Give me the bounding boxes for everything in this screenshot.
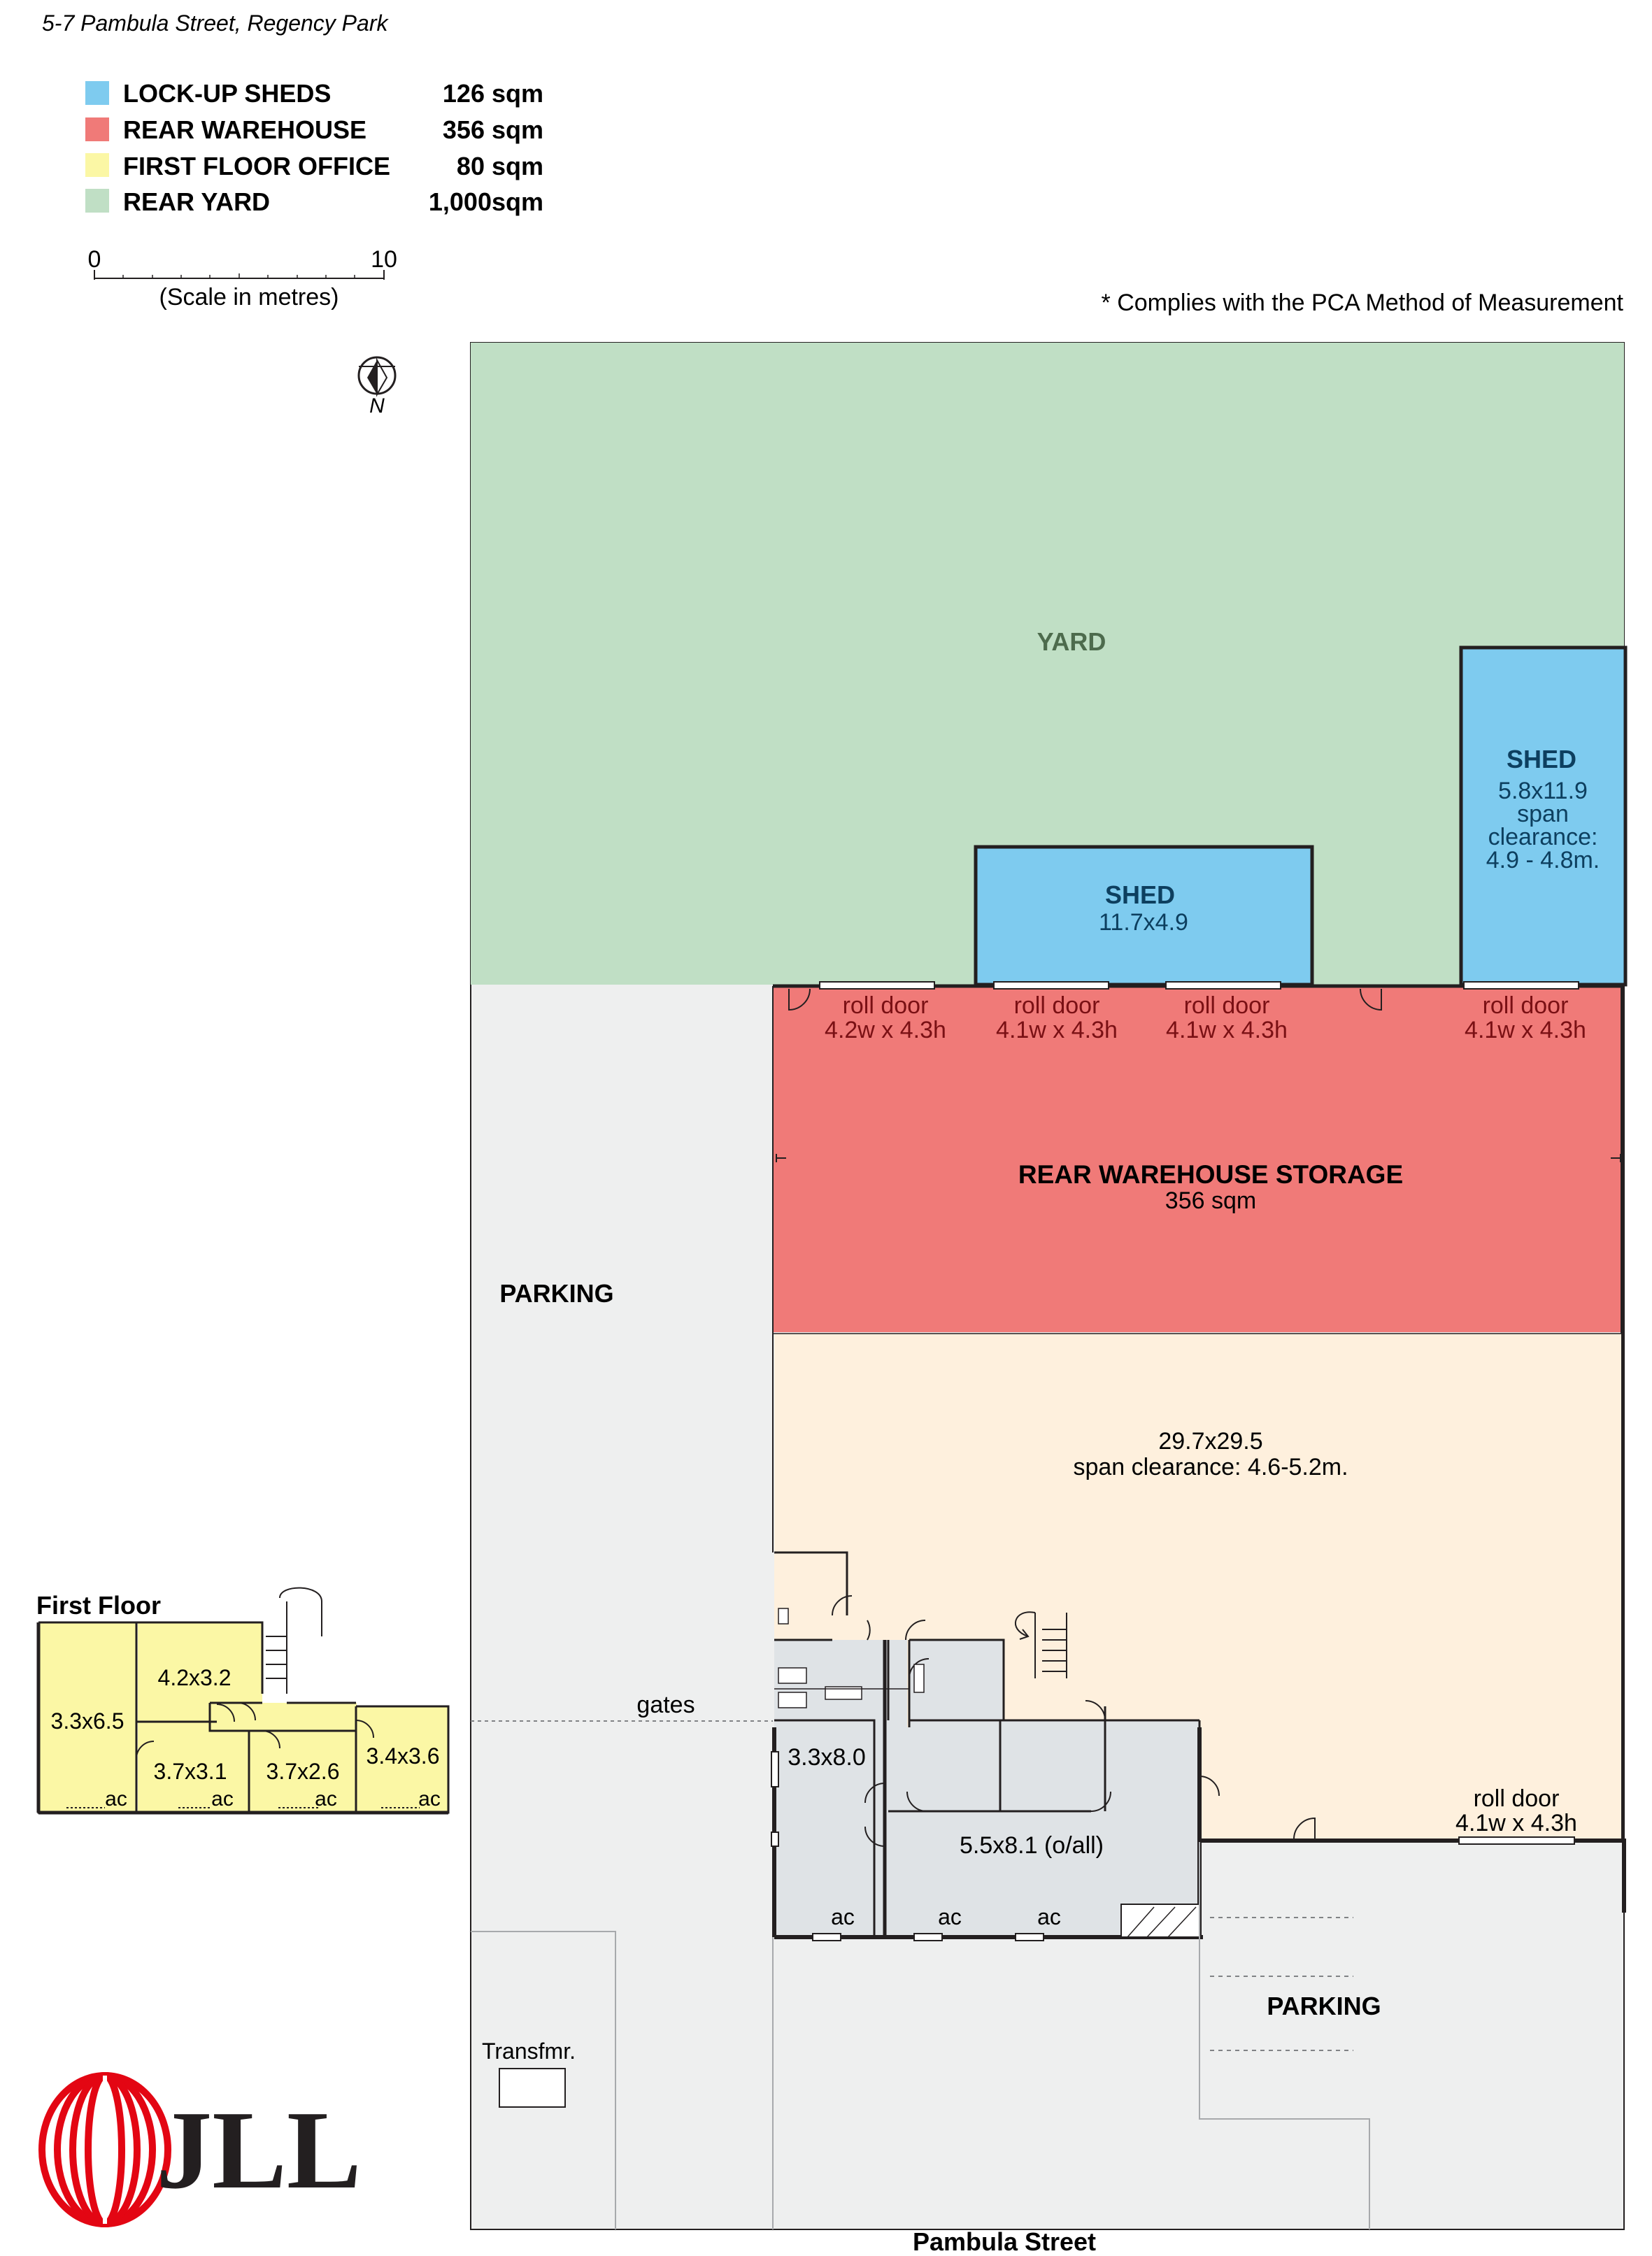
shed-large-line4: clearance: [1488, 824, 1598, 850]
ff-ac-1: ac [105, 1787, 127, 1811]
ac-label-2: ac [938, 1904, 962, 1929]
legend-area-office: 80 sqm [457, 152, 543, 180]
rear-warehouse-area-label: 356 sqm [1165, 1187, 1256, 1214]
first-floor-stairs-icon [262, 1587, 322, 1694]
legend-label-rear-warehouse: REAR WAREHOUSE [123, 115, 366, 144]
compass-icon: N [357, 356, 397, 417]
ground-office: 3.3x8.0 5.5x8.1 (o/all) ac ac ac [771, 1551, 1220, 1941]
ff-room-1: 3.3x6.5 [51, 1708, 124, 1734]
ff-room-2: 4.2x3.2 [158, 1665, 232, 1690]
pca-note: * Complies with the PCA Method of Measur… [1102, 290, 1624, 316]
roll-door-1-label: roll door [843, 992, 929, 1019]
parking-left-label: PARKING [499, 1279, 613, 1308]
ff-ac-4: ac [418, 1787, 441, 1811]
shed-large-title: SHED [1507, 745, 1576, 773]
scale-bar: 0 10 (Scale in metres) [88, 246, 397, 310]
office-room-b: 5.5x8.1 (o/all) [960, 1832, 1104, 1859]
scale-caption: (Scale in metres) [159, 284, 339, 310]
shed-large [1459, 645, 1628, 987]
address-title: 5-7 Pambula Street, Regency Park [42, 10, 389, 36]
scale-end: 10 [371, 246, 397, 273]
street-label: Pambula Street [913, 2227, 1096, 2256]
entry-hatch [1120, 1904, 1200, 1938]
legend-label-office: FIRST FLOOR OFFICE [123, 152, 390, 180]
legend-swatch-office [85, 153, 109, 177]
roll-door-2-label: roll door [1014, 992, 1100, 1019]
compass-label: N [369, 394, 385, 417]
rear-warehouse-area [773, 987, 1625, 1332]
front-parking: PARKING [1199, 1842, 1381, 2229]
legend-swatch-rear-warehouse [85, 117, 109, 141]
scale-start: 0 [88, 246, 101, 273]
legend-area-lockup: 126 sqm [443, 79, 543, 108]
shed-large-dims: 5.8x11.9 [1498, 778, 1588, 804]
shed-large-line3: span [1517, 801, 1569, 827]
legend-area-rear-warehouse: 356 sqm [443, 115, 543, 144]
legend-area-yard: 1,000sqm [429, 187, 543, 216]
first-floor-title: First Floor [36, 1591, 161, 1620]
office-room-a: 3.3x8.0 [788, 1744, 866, 1771]
shed-small-title: SHED [1105, 880, 1175, 909]
roll-door-3-size: 4.1w x 4.3h [1166, 1017, 1288, 1043]
ff-ac-3: ac [315, 1787, 337, 1811]
legend: LOCK-UP SHEDS 126 sqm REAR WAREHOUSE 356… [85, 79, 543, 216]
gates-label: gates [636, 1692, 695, 1718]
legend-swatch-yard [85, 189, 109, 213]
ac-label-3: ac [1037, 1904, 1061, 1929]
transformer-box [499, 2068, 566, 2108]
roll-door-3-label: roll door [1184, 992, 1270, 1019]
ff-room-3: 3.7x3.1 [154, 1759, 227, 1784]
yard-label: YARD [1037, 627, 1106, 656]
transformer-label: Transfmr. [482, 2039, 576, 2064]
legend-label-lockup: LOCK-UP SHEDS [123, 79, 331, 108]
legend-label-yard: REAR YARD [123, 187, 270, 216]
main-warehouse-dims: 29.7x29.5 [1158, 1428, 1262, 1455]
ff-room-4: 3.7x2.6 [266, 1759, 340, 1784]
roll-door-1-size: 4.2w x 4.3h [825, 1017, 946, 1043]
front-roll-door-size: 4.1w x 4.3h [1455, 1810, 1577, 1836]
jll-logo: JLL [38, 2072, 362, 2227]
ac-label-1: ac [831, 1904, 855, 1929]
roll-door-2-size: 4.1w x 4.3h [996, 1017, 1118, 1043]
shed-large-line5: 4.9 - 4.8m. [1486, 847, 1600, 873]
jll-wordmark: JLL [156, 2087, 361, 2212]
legend-swatch-lockup [85, 81, 109, 105]
front-roll-door [1458, 1836, 1575, 1845]
rear-door-swings [788, 988, 1382, 1011]
rear-roll-doors [819, 981, 1579, 990]
ff-ac-2: ac [211, 1787, 234, 1811]
ff-room-5: 3.4x3.6 [366, 1743, 440, 1769]
shed-small-dims: 11.7x4.9 [1099, 909, 1188, 936]
parking-front-label: PARKING [1267, 1992, 1381, 2020]
front-roll-door-label: roll door [1474, 1785, 1560, 1812]
ground-stairs-icon [1014, 1611, 1067, 1678]
rear-warehouse-title: REAR WAREHOUSE STORAGE [1018, 1160, 1403, 1189]
roll-door-4-size: 4.1w x 4.3h [1465, 1017, 1586, 1043]
main-warehouse-span: span clearance: 4.6-5.2m. [1073, 1454, 1348, 1480]
roll-door-4-label: roll door [1483, 992, 1569, 1019]
first-floor-plan: First Floor [36, 1587, 450, 1815]
